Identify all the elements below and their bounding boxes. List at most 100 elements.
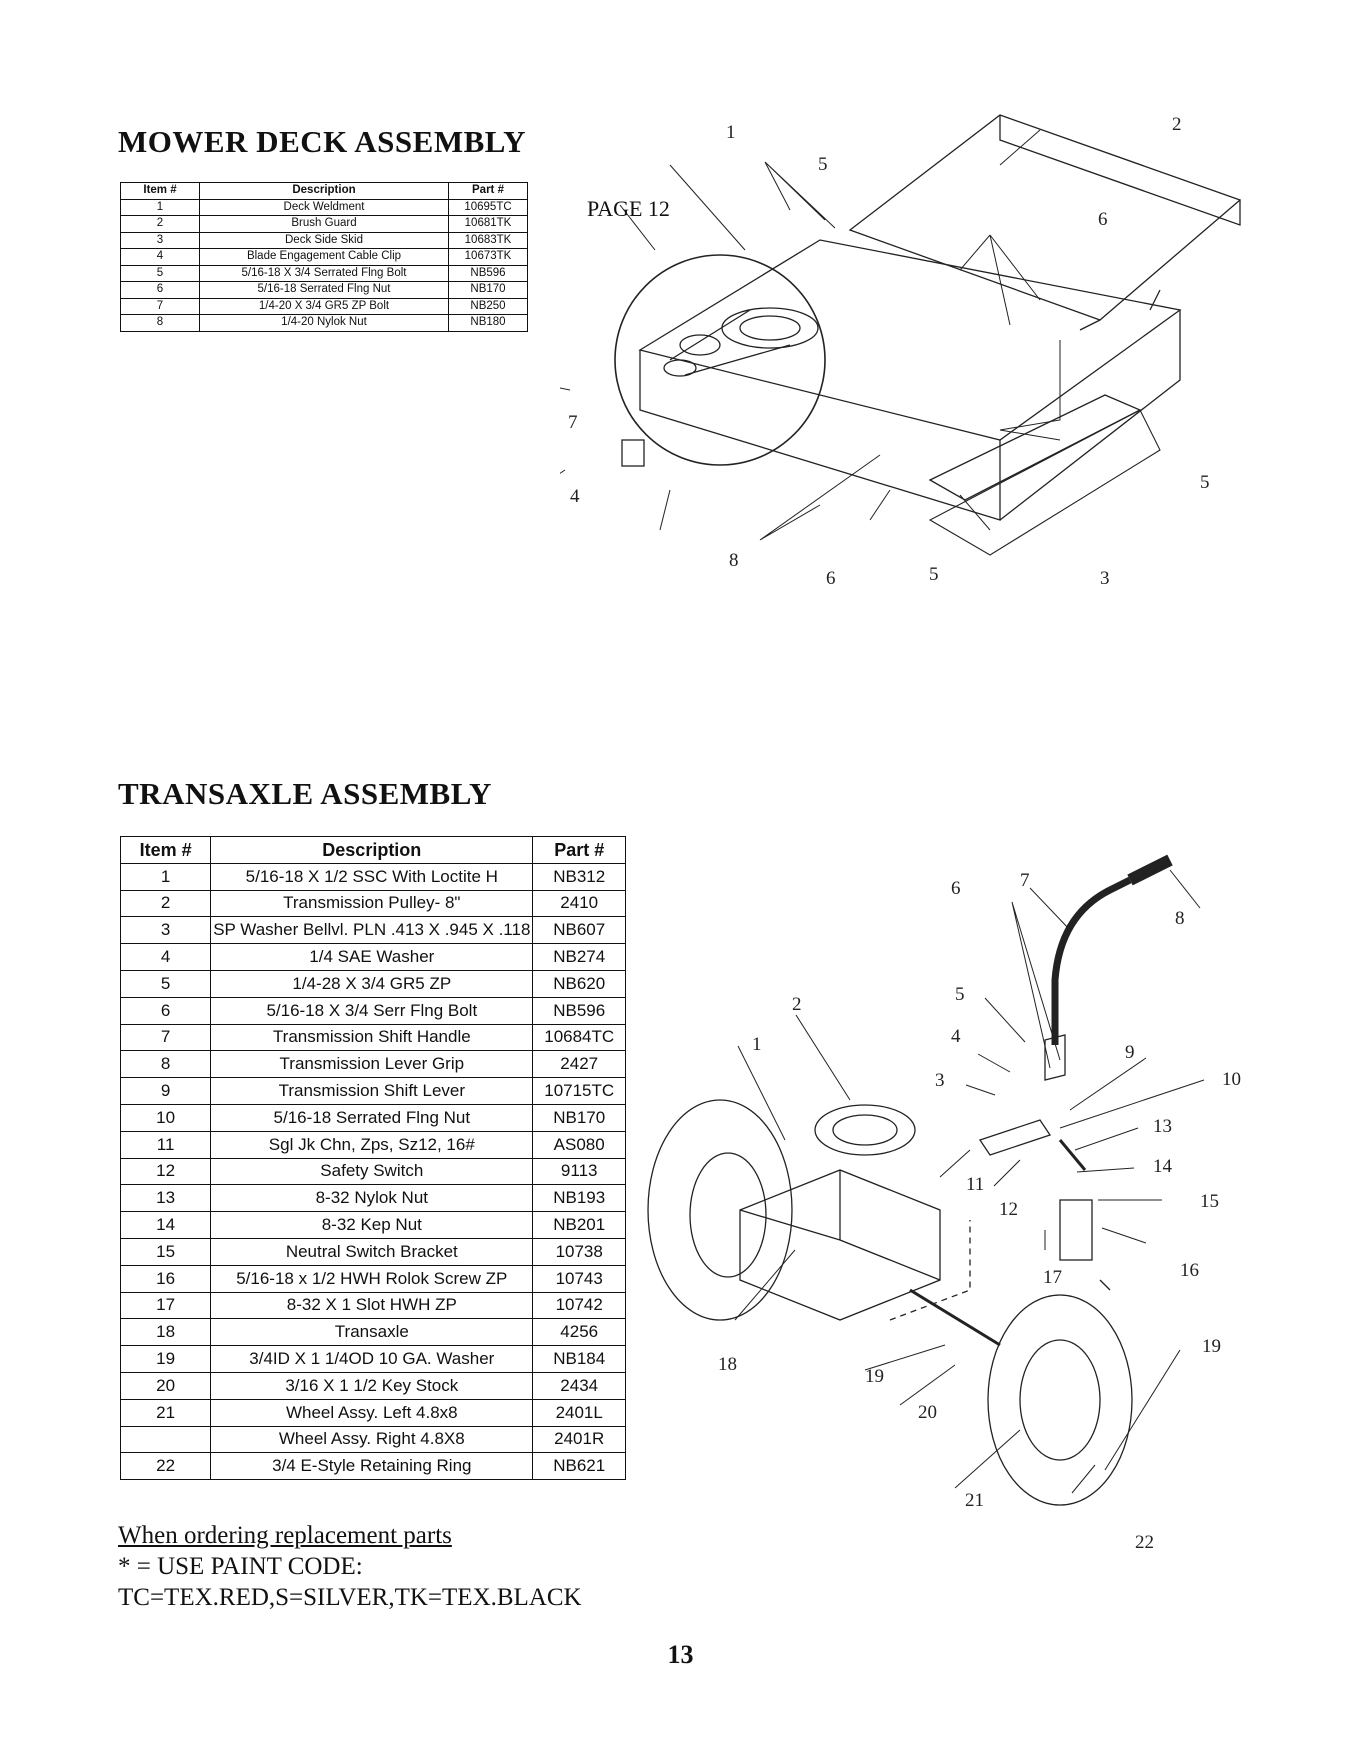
transaxle-diagram: 7 8 6 2 5 1 4 9 3 10 13 14 11 12 15 16 1… [647, 854, 1241, 1553]
part-number-cell: 2410 [532, 889, 626, 918]
part-number-cell: NB596 [532, 996, 626, 1025]
callout-label: 13 [1153, 1116, 1172, 1137]
part-number-cell: 2434 [532, 1371, 626, 1400]
callout-label: 8 [1175, 908, 1185, 929]
callout-label: 3 [935, 1070, 945, 1091]
callout-label: 19 [865, 1366, 884, 1387]
description-cell: 8-32 X 1 Slot HWH ZP [210, 1291, 534, 1320]
description-cell: Transmission Lever Grip [210, 1050, 534, 1079]
description-cell: 5/16-18 Serrated Flng Nut [199, 281, 449, 299]
item-number-cell: 13 [119, 1184, 212, 1213]
description-cell: Transaxle [210, 1318, 534, 1347]
description-cell: Wheel Assy. Left 4.8x8 [210, 1398, 534, 1427]
description-cell: Brush Guard [199, 215, 449, 233]
mower-deck-title: MOWER DECK ASSEMBLY [118, 124, 526, 159]
description-cell: 5/16-18 Serrated Flng Nut [210, 1103, 534, 1132]
item-number-cell: 15 [119, 1237, 212, 1266]
callout-label: 19 [1202, 1336, 1221, 1357]
item-number-cell: 1 [119, 862, 212, 891]
part-number-cell: NB170 [448, 281, 528, 299]
part-number-cell: NB312 [532, 862, 626, 891]
item-number-cell: 7 [119, 1023, 212, 1052]
description-cell: Transmission Shift Lever [210, 1077, 534, 1105]
description-cell: Deck Side Skid [199, 231, 449, 249]
column-header: Description [210, 836, 534, 864]
part-number-cell: NB621 [532, 1452, 626, 1481]
part-number-cell: NB620 [532, 969, 626, 998]
description-cell: 3/16 X 1 1/2 Key Stock [210, 1371, 534, 1400]
item-number-cell: 5 [120, 264, 200, 282]
description-cell: 5/16-18 X 3/4 Serr Flng Bolt [210, 996, 534, 1025]
item-number-cell: 7 [120, 297, 200, 315]
item-number-cell: 11 [119, 1130, 212, 1159]
part-number-cell: AS080 [532, 1130, 626, 1159]
description-cell: 8-32 Nylok Nut [210, 1184, 534, 1213]
description-cell: Deck Weldment [199, 198, 449, 216]
description-cell: Blade Engagement Cable Clip [199, 248, 449, 266]
item-number-cell: 3 [120, 231, 200, 249]
page-reference: PAGE 12 [587, 196, 670, 221]
part-number-cell: 10673TK [448, 248, 528, 266]
callout-label: 17 [1043, 1267, 1062, 1288]
item-number-cell: 16 [119, 1264, 212, 1293]
callout-label: 7 [568, 412, 578, 433]
item-number-cell: 9 [119, 1077, 212, 1105]
callout-label: 15 [1200, 1191, 1219, 1212]
description-cell: 3/4 E-Style Retaining Ring [210, 1452, 534, 1481]
callout-label: 16 [1180, 1260, 1199, 1281]
description-cell: 5/16-18 X 3/4 Serrated Flng Bolt [199, 264, 449, 282]
callout-label: 6 [951, 878, 961, 899]
description-cell: 8-32 Kep Nut [210, 1211, 534, 1239]
callout-label: 2 [1172, 114, 1182, 135]
part-number-cell: 10743 [532, 1264, 626, 1293]
part-number-cell: 2401L [532, 1398, 626, 1427]
part-number-cell: NB201 [532, 1211, 626, 1239]
item-number-cell: 5 [119, 969, 212, 998]
callout-label: 18 [718, 1354, 737, 1375]
part-number-cell: NB596 [448, 264, 528, 282]
callout-label: 2 [792, 994, 802, 1015]
callout-label: 9 [1125, 1042, 1135, 1063]
callout-label: 20 [918, 1402, 937, 1423]
column-header: Item # [119, 836, 212, 864]
item-number-cell: 4 [120, 248, 200, 266]
callout-label: 8 [729, 550, 739, 571]
item-number-cell: 14 [119, 1211, 212, 1239]
paint-code-label: * = USE PAINT CODE: [118, 1553, 363, 1580]
page-number: 13 [667, 1640, 694, 1669]
item-number-cell: 6 [119, 996, 212, 1025]
item-number-cell: 19 [119, 1345, 212, 1373]
callout-label: 4 [951, 1026, 961, 1047]
item-number-cell: 20 [119, 1371, 212, 1400]
column-header: Item # [120, 182, 200, 200]
item-number-cell: 17 [119, 1291, 212, 1320]
transaxle-title: TRANSAXLE ASSEMBLY [118, 776, 492, 811]
description-cell: 1/4 SAE Washer [210, 943, 534, 971]
description-cell: 1/4-28 X 3/4 GR5 ZP [210, 969, 534, 998]
part-number-cell: NB274 [532, 943, 626, 971]
part-number-cell: 10695TC [448, 198, 528, 216]
part-number-cell: NB170 [532, 1103, 626, 1132]
part-number-cell: 2427 [532, 1050, 626, 1079]
part-number-cell: NB184 [532, 1345, 626, 1373]
callout-label: 5 [955, 984, 965, 1005]
part-number-cell: 10683TK [448, 231, 528, 249]
